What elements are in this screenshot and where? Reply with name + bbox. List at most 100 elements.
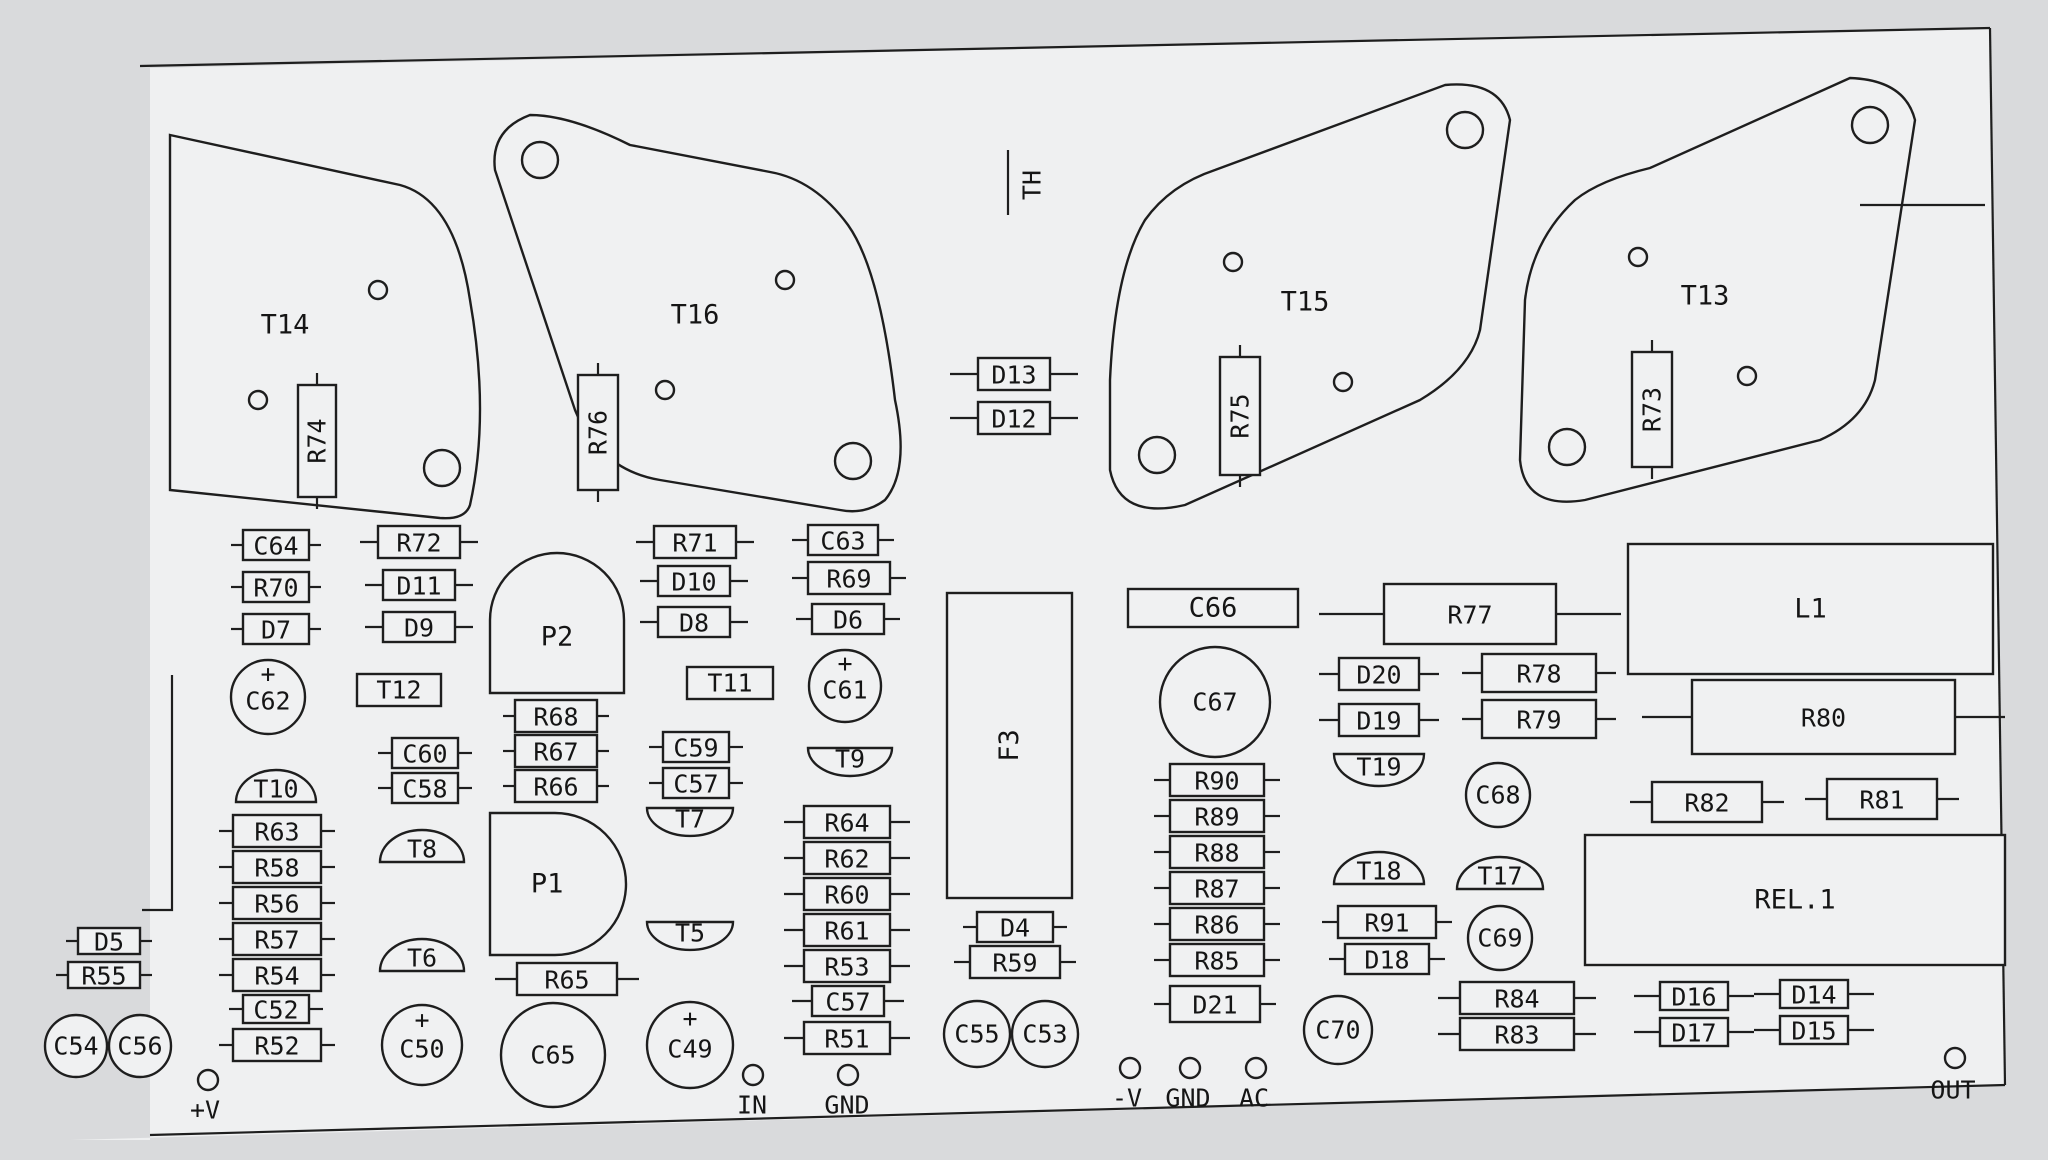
component-r77 [1319,582,1621,646]
component-r85 [1154,942,1280,978]
label-r68: R68 [533,703,578,732]
component-r81 [1805,777,1959,821]
component-r51 [784,1020,910,1056]
label-d20: D20 [1356,661,1401,690]
terminal-minus-v [1118,1056,1142,1080]
component-r86 [1154,906,1280,942]
component-r82 [1630,780,1784,824]
mounting-holes [247,105,1890,488]
component-r87 [1154,870,1280,906]
component-r69 [792,560,906,596]
terminal-label-gnd1: GND [824,1091,869,1120]
component-c53 [1010,999,1080,1069]
component-r73 [1630,340,1674,479]
component-d21 [1154,984,1276,1024]
component-r79 [1462,698,1616,740]
board-left-edge [142,675,174,912]
label-c65: C65 [530,1041,575,1070]
label-r86: R86 [1194,911,1239,940]
label-t10: T10 [253,775,298,804]
board-top-edge [139,26,1991,68]
label-r55: R55 [81,962,126,991]
label-r53: R53 [824,953,869,982]
component-r83 [1438,1016,1596,1052]
component-r66 [503,768,609,804]
label-t8: T8 [407,835,437,864]
label-r56: R56 [254,890,299,919]
label-r80: R80 [1801,704,1846,733]
terminal-plus-v [196,1068,220,1092]
label-r78: R78 [1516,660,1561,689]
component-r58 [219,849,335,885]
label-c54: C54 [53,1032,98,1061]
component-r80 [1642,678,2005,756]
component-t17 [1455,855,1545,891]
component-r75 [1218,345,1262,487]
component-c68 [1464,761,1532,829]
label-d5: D5 [94,928,124,957]
label-d19: D19 [1356,707,1401,736]
component-d11 [365,568,473,602]
component-r56 [219,885,335,921]
board-bottom-edge [149,1083,2006,1137]
label-d17: D17 [1671,1019,1716,1048]
component-r52 [219,1027,335,1063]
transistor-outline-t15 [1108,83,1512,510]
component-d17 [1634,1016,1754,1048]
label-c58: C58 [402,775,447,804]
label-c69: C69 [1477,924,1522,953]
component-t10 [234,768,318,804]
label-c63: C63 [820,527,865,556]
component-r62 [784,840,910,876]
component-r91 [1322,904,1452,940]
label-c52: C52 [253,996,298,1025]
label-t9: T9 [835,745,865,774]
label-r51: R51 [824,1025,869,1054]
component-t11 [685,665,775,701]
component-d4 [963,910,1067,944]
label-r61: R61 [824,917,869,946]
terminal-label-plus-v: +V [190,1096,220,1125]
label-r62: R62 [824,845,869,874]
label-t14: T14 [261,310,310,341]
label-p1: P1 [531,869,564,900]
component-d18 [1329,942,1445,976]
component-c58 [378,771,472,805]
label-d16: D16 [1671,983,1716,1012]
label-t13: T13 [1681,281,1730,312]
terminal-gnd2 [1178,1056,1202,1080]
component-t9 [806,746,894,778]
component-c62: + [229,658,307,736]
component-c49: + [645,1000,735,1090]
label-r88: R88 [1194,839,1239,868]
label-t6: T6 [407,944,437,973]
component-r72 [360,524,478,560]
component-d9 [365,610,473,644]
label-r63: R63 [254,818,299,847]
component-d7 [231,612,321,646]
label-r75: R75 [1226,393,1255,438]
component-r67 [503,733,609,769]
component-r88 [1154,834,1280,870]
label-r91: R91 [1364,909,1409,938]
label-r73: R73 [1638,387,1667,432]
label-c70: C70 [1315,1016,1360,1045]
svg-text:+: + [682,1004,697,1033]
component-c52 [229,993,323,1025]
label-c50: C50 [399,1035,444,1064]
label-d4: D4 [1000,914,1030,943]
label-t16: T16 [671,300,720,331]
label-r69: R69 [826,565,871,594]
component-c50: + [380,1003,464,1087]
component-r57 [219,921,335,957]
label-r82: R82 [1684,789,1729,818]
label-t5: T5 [675,919,705,948]
label-t19: T19 [1356,752,1401,781]
label-d12: D12 [991,405,1036,434]
component-r53 [784,948,910,984]
component-r84 [1438,980,1596,1016]
label-c57b: C57 [825,988,870,1017]
component-d16 [1634,980,1754,1012]
svg-text:+: + [837,649,852,678]
